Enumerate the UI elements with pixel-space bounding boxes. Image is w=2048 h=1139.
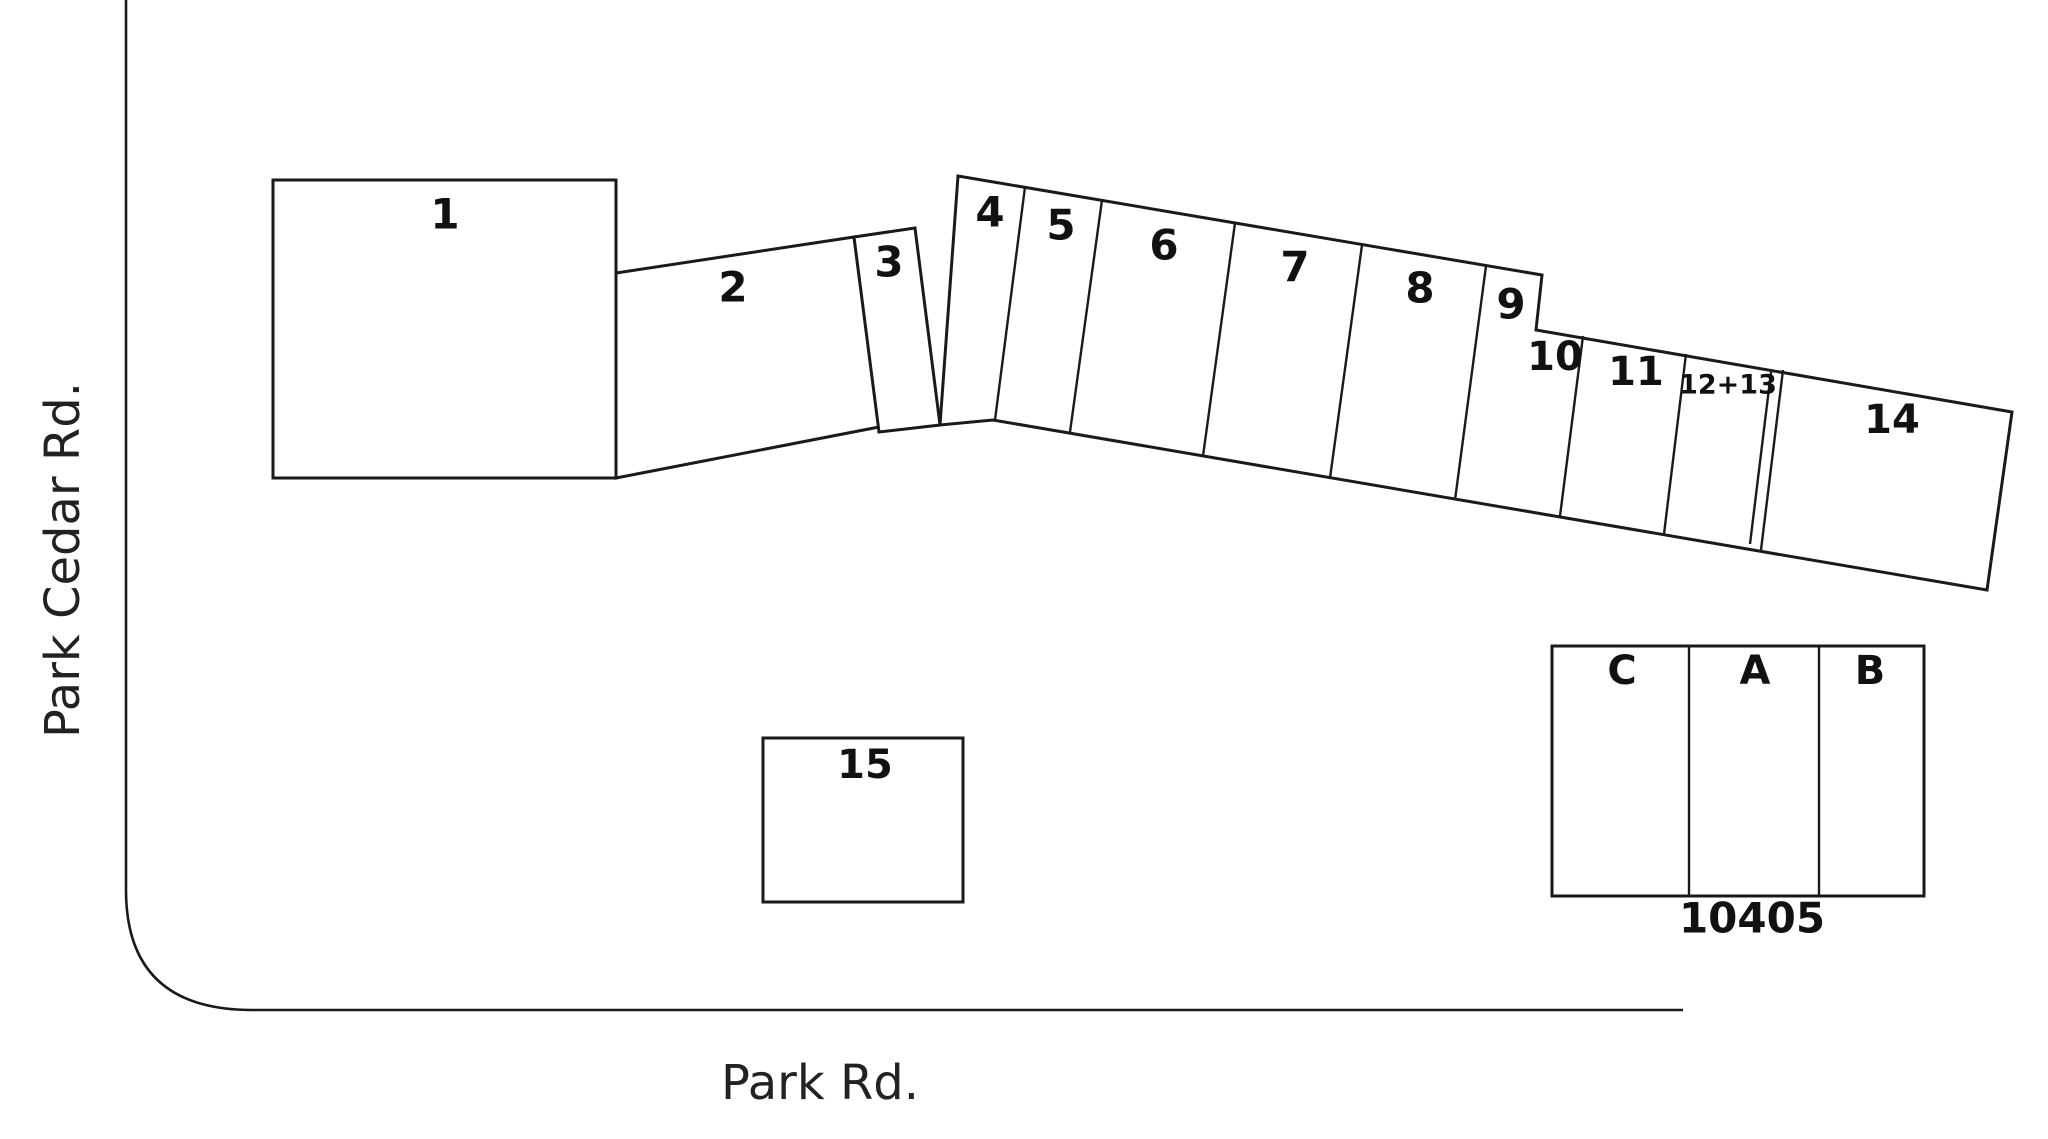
- unit-8-label: 8: [1405, 264, 1434, 313]
- unit-14-label: 14: [1864, 397, 1920, 443]
- unit-2-label: 2: [718, 263, 747, 312]
- divider-6-7: [1201, 222, 1237, 457]
- building-10405-address: 10405: [1679, 894, 1825, 943]
- park-cedar-road-edge: [124, 0, 1683, 1012]
- unit-1-label: 1: [430, 190, 459, 239]
- unit-15-label: 15: [837, 742, 893, 788]
- divider-5-6: [1068, 199, 1104, 433]
- divider-9-10: [1558, 335, 1585, 517]
- unit-10-label: 10: [1527, 334, 1583, 380]
- park-road-label: Park Rd.: [721, 1055, 919, 1111]
- unit-a-label: A: [1740, 648, 1771, 694]
- divider-10-11: [1662, 353, 1688, 535]
- divider-12-14-b: [1748, 371, 1773, 545]
- unit-9-label: 9: [1496, 280, 1525, 329]
- unit-5-label: 5: [1046, 201, 1075, 250]
- unit-12-13-label: 12+13: [1679, 370, 1777, 401]
- park-cedar-road-label: Park Cedar Rd.: [35, 382, 91, 738]
- unit-strip-outline: [938, 174, 2014, 592]
- unit-1-shape[interactable]: [271, 178, 618, 480]
- unit-15-shape[interactable]: [761, 736, 965, 904]
- unit-4-label: 4: [975, 188, 1004, 237]
- unit-11-label: 11: [1608, 349, 1664, 395]
- building-10405-shape[interactable]: [1550, 644, 1926, 898]
- unit-6-label: 6: [1149, 221, 1178, 270]
- unit-c-label: C: [1607, 648, 1636, 694]
- divider-7-8: [1328, 244, 1364, 479]
- divider-4-5: [993, 186, 1027, 421]
- unit-b-label: B: [1855, 648, 1886, 694]
- unit-7-label: 7: [1280, 243, 1309, 292]
- divider-11-12: [1759, 369, 1785, 551]
- unit-3-label: 3: [874, 238, 903, 287]
- divider-8-9: [1453, 265, 1488, 501]
